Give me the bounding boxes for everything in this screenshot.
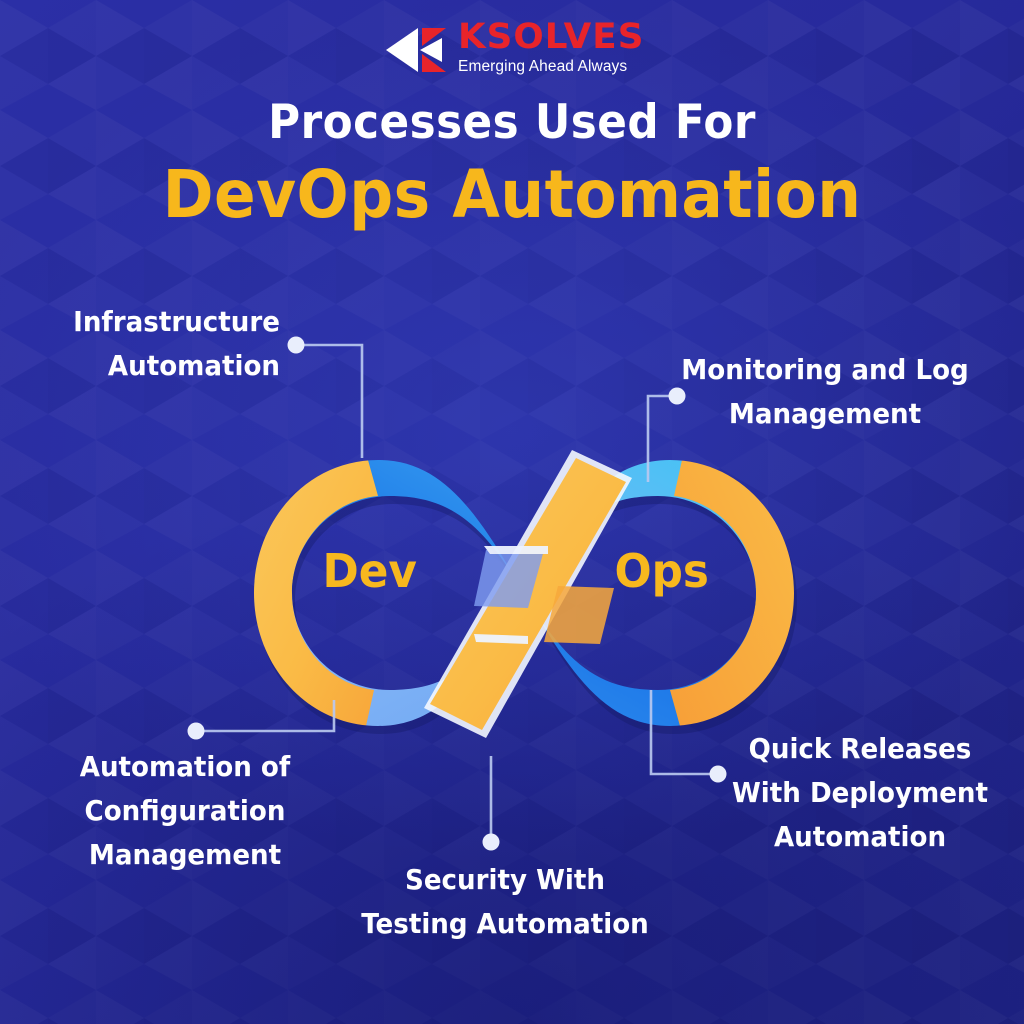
loop-label-ops: Ops <box>614 544 709 598</box>
callout-line: Management <box>88 839 282 871</box>
callout-line: Quick Releases <box>748 733 972 765</box>
loop-label-dev: Dev <box>322 544 417 598</box>
page-title-primary: Processes Used For <box>268 95 756 150</box>
callout-automation-of-configuration-management: Automation of Configuration Management <box>30 745 340 877</box>
callout-security-with-testing-automation: Security With Testing Automation <box>330 858 680 946</box>
brand-name: KSOLVES <box>458 17 645 57</box>
callout-quick-releases-with-deployment-automation: Quick Releases With Deployment Automatio… <box>700 727 1020 859</box>
ksolves-k-mark-icon <box>386 28 446 72</box>
callout-line: With Deployment <box>731 777 989 809</box>
brand-tagline: Emerging Ahead Always <box>458 58 628 75</box>
callout-monitoring-and-log-management: Monitoring and Log Management <box>660 348 990 436</box>
callout-infrastructure-automation: Infrastructure Automation <box>0 300 280 388</box>
callout-line: Automation of <box>79 751 291 783</box>
callout-line: Security With <box>405 864 605 896</box>
callout-line: Management <box>728 398 922 430</box>
callout-line: Monitoring and Log <box>681 354 969 386</box>
callout-line: Automation <box>773 821 947 853</box>
callout-line: Automation <box>107 350 281 382</box>
brand-logo-text: KSOLVES Emerging Ahead Always <box>458 20 648 76</box>
callout-line: Configuration <box>84 795 286 827</box>
title-block: Processes Used For DevOps Automation <box>0 96 1024 232</box>
page-title-secondary: DevOps Automation <box>162 156 862 233</box>
devops-infinity-diagram <box>228 438 820 748</box>
callout-line: Testing Automation <box>361 908 649 940</box>
brand-logo: KSOLVES Emerging Ahead Always <box>384 20 644 80</box>
callout-line: Infrastructure <box>73 306 280 338</box>
